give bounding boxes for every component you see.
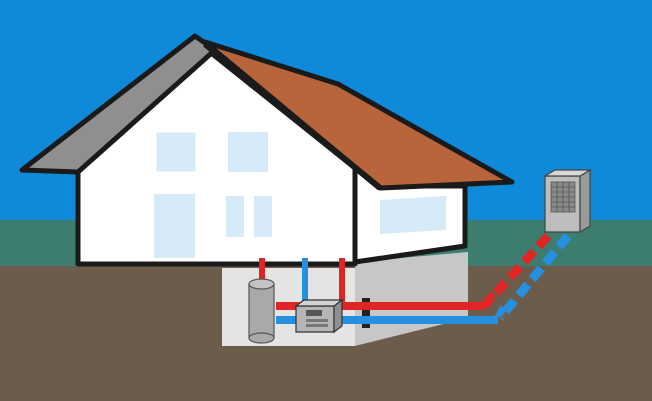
control-unit-icon — [294, 298, 344, 334]
control-unit-panel — [306, 310, 322, 316]
cold-pipe-vertical — [302, 258, 308, 304]
control-unit-slot-2 — [306, 324, 328, 327]
cold-pipe-underground — [496, 233, 572, 321]
hot-pipe-underground — [480, 232, 552, 310]
water-tank-icon — [248, 278, 275, 344]
window-side — [380, 196, 446, 234]
hot-pipe-horizontal — [276, 302, 486, 310]
underground-pipes — [480, 232, 572, 321]
pipe-icon — [259, 258, 508, 324]
tank-top — [248, 278, 275, 290]
hot-pipe-bend — [482, 292, 496, 302]
basement-vent — [362, 298, 370, 328]
window-upper-left — [155, 131, 197, 173]
window-upper-right — [228, 132, 268, 172]
tank-bottom — [248, 332, 275, 344]
heat-pump-unit-icon — [542, 168, 593, 234]
unit-top — [542, 169, 593, 177]
hot-pipe-tank — [259, 258, 265, 284]
window-lower-mid — [226, 196, 244, 237]
cold-pipe-bend — [494, 306, 508, 316]
cold-pipe-horizontal — [276, 316, 498, 324]
unit-grille — [550, 181, 576, 213]
door-window — [154, 194, 195, 258]
tank-body — [248, 283, 275, 339]
house-icon — [19, 33, 515, 267]
roof-ridge-line — [203, 41, 382, 191]
hot-pipe-vertical — [339, 258, 345, 304]
unit-side — [579, 168, 591, 234]
window-lower-right — [254, 196, 272, 237]
control-unit-slot — [306, 319, 328, 322]
control-unit-top — [294, 299, 344, 307]
